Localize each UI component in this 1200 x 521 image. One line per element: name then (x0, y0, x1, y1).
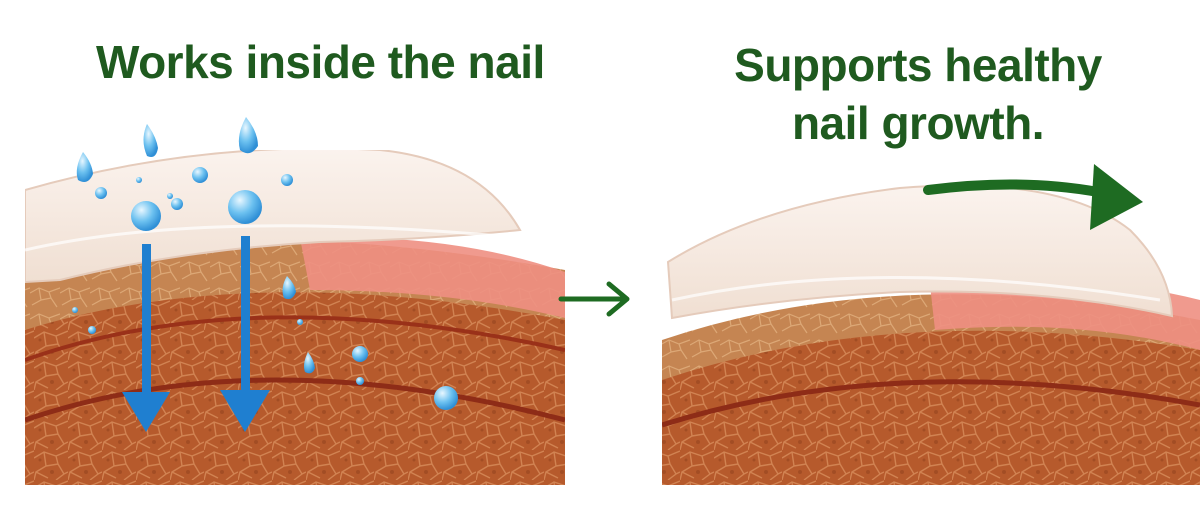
right-panel-heading: Supports healthy nail growth. (718, 36, 1118, 152)
water-droplet-icon (352, 346, 368, 362)
water-droplet-icon (304, 352, 315, 374)
right-heading-line-2: nail growth. (791, 97, 1045, 149)
penetration-arrows (122, 236, 270, 432)
tissue-boundary-line (662, 379, 1200, 428)
right-nail-cross-section (662, 184, 1200, 485)
pink-tissue-layer (300, 237, 565, 318)
tissue-boundary-line (25, 377, 565, 423)
water-droplet-icon (228, 190, 262, 224)
water-droplet-icon (434, 386, 458, 410)
water-droplet-icon (95, 187, 107, 199)
left-panel-heading: Works inside the nail (96, 36, 545, 88)
down-arrow-icon (220, 236, 270, 432)
water-droplet-icon (192, 167, 208, 183)
water-droplet-icon (281, 174, 293, 186)
water-droplet-icon (171, 198, 183, 210)
water-droplet-icon (136, 177, 142, 183)
left-nail-cross-section (25, 150, 565, 485)
right-heading-line-1: Supports healthy (734, 39, 1102, 91)
water-droplet-icon (131, 201, 161, 231)
water-droplet-icon (356, 377, 364, 385)
water-droplet-icon (297, 319, 303, 325)
water-droplet-icon (76, 152, 93, 182)
deep-tissue-layer (25, 270, 565, 485)
deep-tissue-layer (662, 315, 1200, 485)
water-droplet-icon (167, 193, 173, 199)
water-droplet-icon (143, 124, 158, 157)
curved-arrow-icon (923, 164, 1143, 230)
water-droplets-left (72, 117, 458, 410)
water-droplet-icon (88, 326, 96, 334)
down-arrow-icon (122, 244, 170, 432)
water-droplet-icon (282, 276, 296, 300)
water-droplet-icon (72, 307, 78, 313)
right-arrow-icon (558, 281, 630, 317)
water-droplet-icon (238, 117, 258, 154)
